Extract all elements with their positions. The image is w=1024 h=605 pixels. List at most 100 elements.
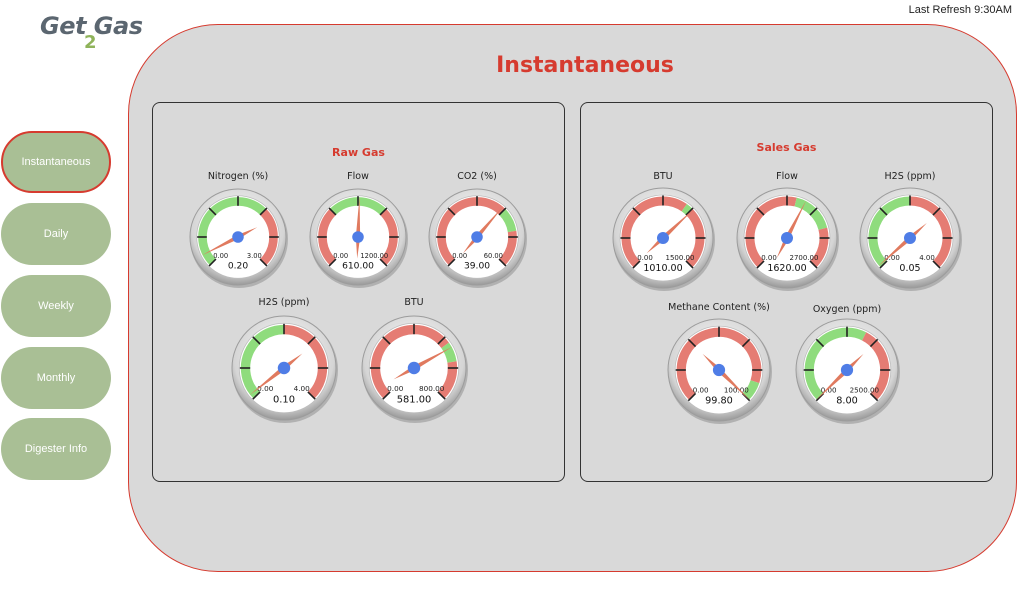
raw-nitrogen-hub <box>232 231 244 243</box>
raw-h2s-min: 0.00 <box>257 384 274 393</box>
raw-nitrogen-needle <box>202 227 258 256</box>
raw-flow-min: 0.00 <box>333 252 348 260</box>
sales-methane-value: 99.80 <box>705 396 733 407</box>
raw-h2s-needle <box>249 353 303 396</box>
sales-flow-tick <box>809 207 818 216</box>
sales-gas-title: Sales Gas <box>756 141 817 154</box>
raw-nitrogen-min: 0.00 <box>213 252 228 260</box>
sales-btu-tick <box>685 260 694 269</box>
raw-btu-needle <box>393 346 453 380</box>
sales-oxygen-tick <box>869 392 879 402</box>
sales-methane-tick <box>687 338 697 348</box>
sales-flow-tick <box>756 207 765 216</box>
sales-oxygen-tick <box>815 338 825 348</box>
sales-oxygen-tick <box>869 338 879 348</box>
raw-flow-value: 610.00 <box>342 262 374 272</box>
sales-oxygen-value: 8.00 <box>836 396 858 407</box>
raw-nitrogen-label: Nitrogen (%) <box>207 171 269 182</box>
nav-digester-info[interactable]: Digester Info <box>1 418 111 480</box>
raw-flow-max: 1200.00 <box>360 252 388 260</box>
sales-oxygen-band-1 <box>861 332 890 400</box>
sales-methane-hub <box>712 363 726 377</box>
sales-h2s-hub <box>904 232 916 244</box>
sales-btu-band-0 <box>621 196 687 268</box>
raw-h2s-tick <box>252 391 261 400</box>
sales-flow-band-0 <box>745 196 797 268</box>
raw-flow-tick <box>328 258 337 267</box>
sales-h2s-value: 0.05 <box>899 263 920 274</box>
raw-h2s-max: 4.00 <box>294 384 311 393</box>
raw-gas-title: Raw Gas <box>332 146 385 159</box>
sales-methane-tick <box>687 392 697 402</box>
sales-methane-tick <box>741 338 751 348</box>
raw-flow-gauge: 0.00 1200.00 610.00 <box>309 188 408 288</box>
raw-nitrogen-gauge: 0.00 3.00 0.20 <box>189 188 288 288</box>
raw-co2-band-1 <box>499 209 517 233</box>
raw-nitrogen-tick <box>259 207 268 216</box>
raw-h2s-tick <box>307 336 316 345</box>
sales-oxygen-hub <box>840 363 854 377</box>
raw-btu-band-2 <box>437 361 458 399</box>
nav-weekly[interactable]: Weekly <box>1 275 111 337</box>
sales-btu-tick <box>632 260 641 269</box>
raw-gas-panel <box>152 102 565 482</box>
sales-oxygen-min: 0.00 <box>821 385 837 394</box>
raw-co2-value: 39.00 <box>464 262 490 272</box>
get2gas-logo: Get Gas 2 <box>40 12 150 56</box>
logo-two: 2 <box>84 32 97 53</box>
logo-text: Get Gas <box>40 12 143 40</box>
raw-nitrogen-value: 0.20 <box>228 262 248 272</box>
sales-flow-needle <box>776 200 807 259</box>
sales-methane-label: Methane Content (%) <box>668 302 770 313</box>
raw-flow-label: Flow <box>347 171 369 182</box>
sales-h2s-tick <box>879 260 888 269</box>
nav-instantaneous[interactable]: Instantaneous <box>1 131 111 193</box>
sales-h2s-needle <box>878 223 927 266</box>
nav-daily[interactable]: Daily <box>1 203 111 265</box>
raw-btu-label: BTU <box>404 297 424 308</box>
raw-h2s-tick <box>252 336 261 345</box>
sales-oxygen-needle <box>816 354 864 400</box>
raw-btu-tick <box>437 391 446 400</box>
nav-monthly[interactable]: Monthly <box>1 347 111 409</box>
raw-co2-needle <box>462 206 504 254</box>
sales-btu-needle <box>646 209 694 254</box>
raw-flow-tick <box>379 258 388 267</box>
raw-nitrogen-max: 3.00 <box>247 252 262 260</box>
raw-co2-tick <box>498 207 507 216</box>
raw-btu-band-0 <box>370 324 449 399</box>
sales-methane-band-0 <box>676 327 762 400</box>
raw-co2-hub <box>471 231 483 243</box>
sales-btu-label: BTU <box>653 171 673 182</box>
sales-flow-label: Flow <box>776 171 798 182</box>
raw-co2-tick <box>447 258 456 267</box>
sales-btu-tick <box>632 207 641 216</box>
sales-h2s-band-1 <box>909 196 952 268</box>
raw-h2s-value: 0.10 <box>273 394 295 405</box>
raw-co2-tick <box>498 258 507 267</box>
sales-oxygen-tick <box>815 392 825 402</box>
last-refresh: Last Refresh 9:30AM <box>908 4 1012 16</box>
sales-methane-min: 0.00 <box>693 385 709 394</box>
sales-flow-tick <box>756 260 765 269</box>
sales-btu-min: 0.00 <box>637 254 653 262</box>
sales-flow-band-2 <box>809 227 829 268</box>
raw-btu-max: 800.00 <box>419 384 445 393</box>
sales-h2s-min: 0.00 <box>884 254 900 262</box>
raw-btu-tick <box>382 391 391 400</box>
sales-methane-needle <box>702 353 750 401</box>
sales-gas-panel <box>580 102 993 482</box>
raw-btu-band-1 <box>441 342 457 363</box>
sales-h2s-tick <box>879 207 888 216</box>
sales-flow-min: 0.00 <box>761 254 777 262</box>
sales-btu-max: 1500.00 <box>666 254 695 262</box>
page-title: Instantaneous <box>496 53 674 78</box>
raw-flow-tick <box>328 207 337 216</box>
raw-btu-hub <box>407 361 421 375</box>
raw-nitrogen-tick <box>208 258 217 267</box>
